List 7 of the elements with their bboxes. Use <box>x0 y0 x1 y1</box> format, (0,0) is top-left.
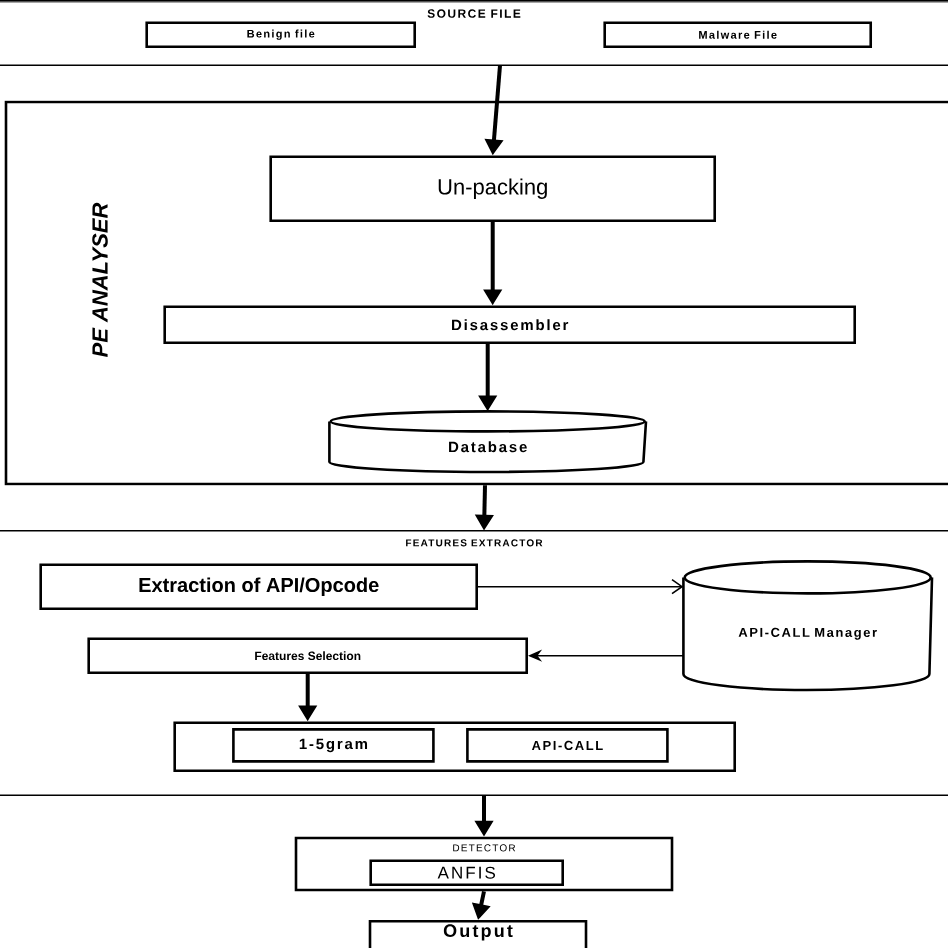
arrow <box>477 578 684 595</box>
process-box: Un-packing <box>269 155 716 222</box>
process-box: Extraction of API/Opcode <box>39 563 478 610</box>
group-box <box>173 721 736 772</box>
process-box: ANFIS <box>369 859 564 886</box>
output-box: Output <box>368 920 588 948</box>
panel-title: PE ANALYSER <box>92 202 108 358</box>
